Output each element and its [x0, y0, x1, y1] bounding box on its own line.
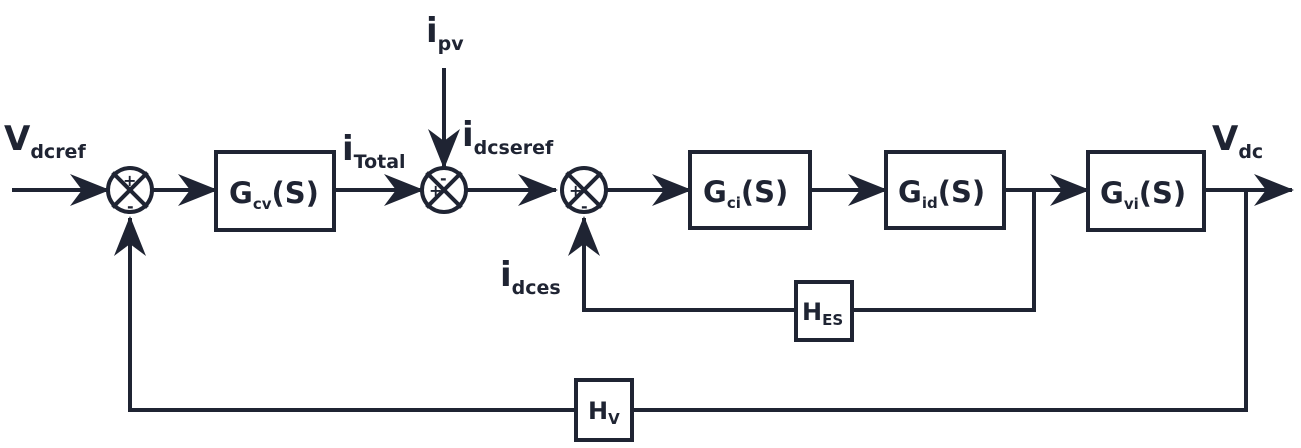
label-idcseref: idcseref [462, 115, 554, 159]
svg-text:HV: HV [588, 397, 620, 428]
svg-text:Gid(S): Gid(S) [898, 175, 985, 212]
block-hes: HES [794, 280, 854, 342]
sum2-minus-sign: - [440, 169, 447, 188]
block-gid-sub: id [922, 194, 938, 212]
block-hv-main: H [588, 397, 608, 425]
block-gci: Gci(S) [688, 150, 812, 230]
wire-outer-feedback-in [114, 216, 578, 412]
block-gci-main: G [703, 175, 727, 209]
wire-inner-feedback-in [568, 216, 798, 312]
svg-text:HES: HES [802, 298, 843, 329]
block-gvi: Gvi(S) [1086, 150, 1206, 232]
block-gvi-arg: (S) [1139, 176, 1186, 210]
block-gvi-sub: vi [1124, 195, 1139, 213]
label-vdcref: Vdcref [4, 119, 86, 163]
svg-text:Gci(S): Gci(S) [703, 175, 788, 212]
block-hv: HV [574, 378, 634, 442]
wire-inner-feedback-out [850, 188, 1036, 312]
label-vdc: Vdc [1212, 119, 1263, 163]
svg-text:Gcv(S): Gcv(S) [229, 176, 319, 213]
sum1-plus-sign: + [123, 171, 136, 190]
wire-outer-feedback-out [630, 188, 1248, 412]
block-hes-sub: ES [822, 311, 843, 329]
block-hv-sub: V [608, 410, 620, 428]
sum3-minus-sign: - [581, 197, 588, 216]
block-gcv-main: G [229, 176, 253, 210]
label-itotal: iTotal [342, 129, 406, 173]
summing-junction-2: + - [420, 166, 468, 214]
sum2-plus-sign: + [429, 181, 442, 200]
block-gcv-sub: cv [253, 195, 272, 213]
block-gci-sub: ci [727, 194, 741, 212]
block-gid: Gid(S) [884, 150, 1006, 230]
summing-junction-3: + - [560, 166, 608, 216]
block-gvi-main: G [1100, 176, 1124, 210]
block-hes-main: H [802, 298, 822, 326]
block-gcv-arg: (S) [271, 176, 318, 210]
label-idces: idces [500, 255, 561, 299]
block-gid-main: G [898, 175, 922, 209]
sum1-minus-sign: - [127, 197, 134, 216]
svg-text:Gvi(S): Gvi(S) [1100, 176, 1186, 213]
summing-junction-1: + - [106, 166, 154, 216]
sum3-plus-sign: + [569, 181, 582, 200]
block-gcv: Gcv(S) [214, 150, 336, 232]
label-ipv: ipv [426, 11, 464, 55]
block-gci-arg: (S) [741, 175, 788, 209]
block-gid-arg: (S) [938, 175, 985, 209]
